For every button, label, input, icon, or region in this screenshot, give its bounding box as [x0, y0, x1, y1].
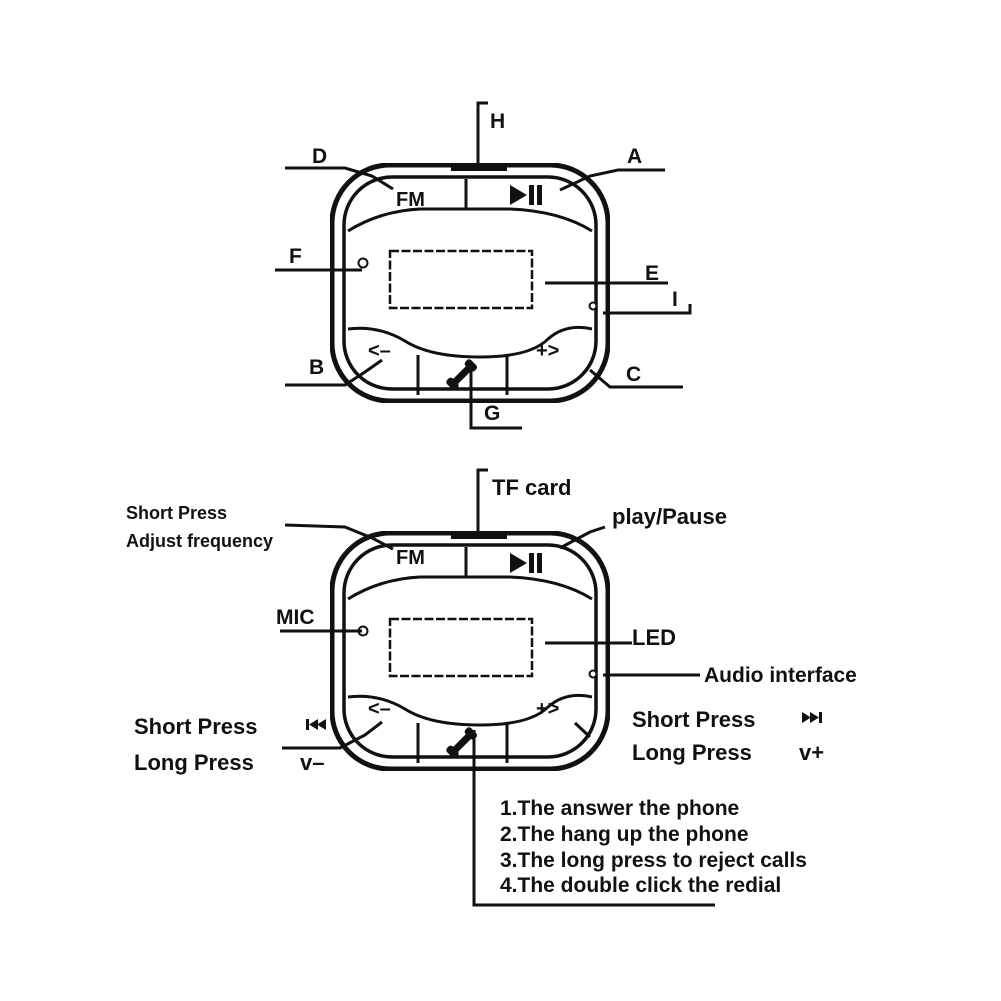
bottom-plus-button-label: +>: [536, 698, 559, 720]
bottom-device-body: [332, 531, 608, 769]
phone-instructions: 1.The answer the phone 2.The hang up the…: [500, 797, 807, 897]
mic-label: MIC: [276, 606, 315, 629]
label-i: I: [672, 288, 678, 311]
label-d: D: [312, 145, 327, 168]
tf-card-label: TF card: [492, 475, 571, 500]
label-f: F: [289, 245, 302, 268]
right-long-press-label: Long Press: [632, 740, 752, 765]
top-fm-button-label: FM: [396, 189, 425, 211]
bottom-leader-lines: [280, 468, 715, 907]
label-a: A: [627, 145, 642, 168]
label-b: B: [309, 356, 324, 379]
bottom-diagram: FM <– +> TF card play/Pause: [126, 468, 857, 907]
label-c: C: [626, 363, 641, 386]
previous-track-icon: [306, 719, 326, 730]
next-track-icon: [802, 712, 822, 723]
label-g: G: [484, 402, 500, 425]
right-long-press-volume-up: v+: [799, 740, 824, 765]
left-long-press-volume-down: v–: [300, 750, 324, 775]
instruction-item: 4.The double click the redial: [500, 874, 781, 897]
right-short-press-label: Short Press: [632, 707, 756, 732]
left-short-press-label: Short Press: [134, 714, 258, 739]
top-minus-button-label: <–: [368, 340, 391, 362]
play-pause-label: play/Pause: [612, 504, 727, 529]
instruction-item: 3.The long press to reject calls: [500, 849, 807, 872]
label-h: H: [490, 110, 505, 133]
instruction-item: 2.The hang up the phone: [500, 823, 749, 846]
top-diagram: FM <– +> H A D F E I B C G: [275, 101, 692, 430]
label-e: E: [645, 262, 659, 285]
bottom-minus-button-label: <–: [368, 698, 391, 720]
top-leader-lines: [275, 101, 692, 430]
fm-adjust-frequency-label: Adjust frequency: [126, 531, 273, 551]
fm-short-press-label: Short Press: [126, 503, 227, 523]
left-long-press-label: Long Press: [134, 750, 254, 775]
led-label: LED: [632, 625, 676, 650]
instruction-item: 1.The answer the phone: [500, 797, 739, 820]
top-plus-button-label: +>: [536, 340, 559, 362]
audio-interface-label: Audio interface: [704, 664, 857, 687]
bottom-fm-button-label: FM: [396, 547, 425, 569]
